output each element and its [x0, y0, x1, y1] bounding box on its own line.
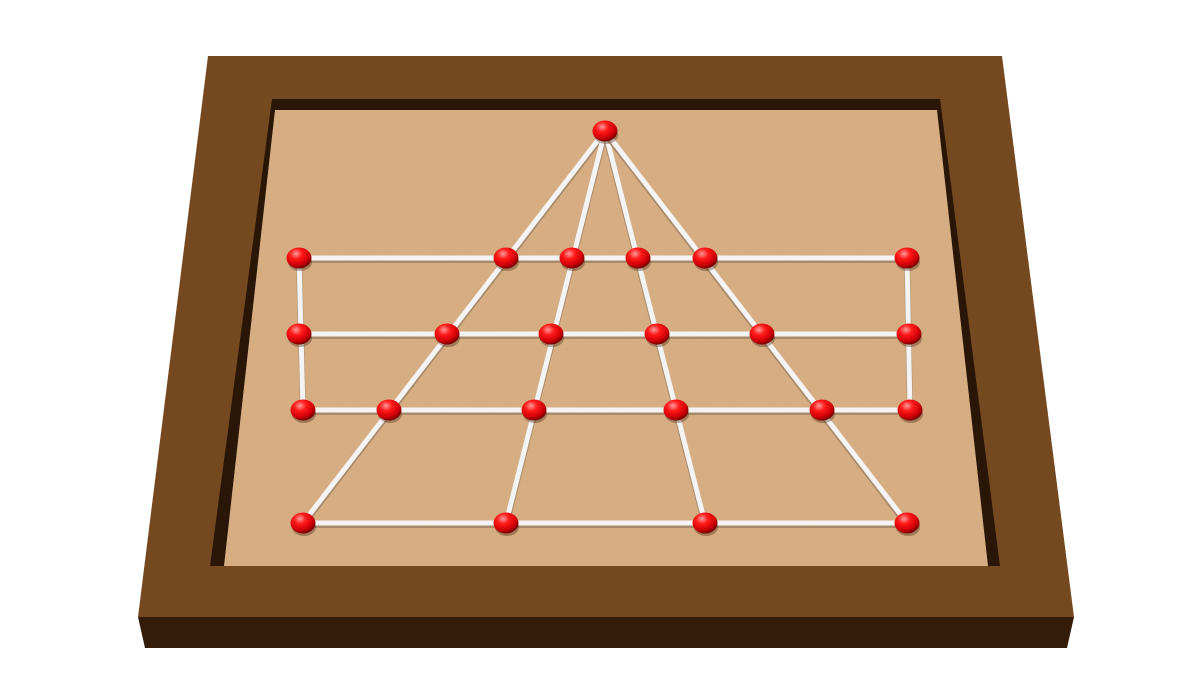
peg-20[interactable] [493, 512, 520, 537]
peg-4[interactable] [625, 247, 652, 272]
peg-19[interactable] [290, 512, 317, 537]
peg-0[interactable] [592, 120, 619, 145]
peg-6[interactable] [894, 247, 921, 272]
peg-17[interactable] [809, 399, 836, 424]
peg-1[interactable] [286, 247, 313, 272]
peg-22[interactable] [894, 512, 921, 537]
peg-10[interactable] [644, 323, 671, 348]
peg-16[interactable] [663, 399, 690, 424]
red-peg-icon[interactable] [692, 512, 718, 534]
peg-9[interactable] [538, 323, 565, 348]
red-peg-icon[interactable] [286, 323, 312, 345]
board-frame-front [138, 617, 1074, 648]
red-peg-icon[interactable] [376, 399, 402, 421]
red-peg-icon[interactable] [434, 323, 460, 345]
board-pegs [286, 120, 924, 537]
red-peg-icon[interactable] [521, 399, 547, 421]
red-peg-icon[interactable] [493, 247, 519, 269]
peg-18[interactable] [897, 399, 924, 424]
peg-2[interactable] [493, 247, 520, 272]
red-peg-icon[interactable] [290, 399, 316, 421]
red-peg-icon[interactable] [692, 247, 718, 269]
peg-12[interactable] [896, 323, 923, 348]
red-peg-icon[interactable] [897, 399, 923, 421]
red-peg-icon[interactable] [538, 323, 564, 345]
red-peg-icon[interactable] [592, 120, 618, 142]
red-peg-icon[interactable] [896, 323, 922, 345]
peg-13[interactable] [290, 399, 317, 424]
red-peg-icon[interactable] [663, 399, 689, 421]
peg-5[interactable] [692, 247, 719, 272]
red-peg-icon[interactable] [625, 247, 651, 269]
red-peg-icon[interactable] [290, 512, 316, 534]
red-peg-icon[interactable] [493, 512, 519, 534]
red-peg-icon[interactable] [894, 247, 920, 269]
peg-8[interactable] [434, 323, 461, 348]
red-peg-icon[interactable] [749, 323, 775, 345]
peg-14[interactable] [376, 399, 403, 424]
peg-7[interactable] [286, 323, 313, 348]
red-peg-icon[interactable] [809, 399, 835, 421]
red-peg-icon[interactable] [559, 247, 585, 269]
red-peg-icon[interactable] [286, 247, 312, 269]
peg-11[interactable] [749, 323, 776, 348]
peg-21[interactable] [692, 512, 719, 537]
red-peg-icon[interactable] [894, 512, 920, 534]
red-peg-icon[interactable] [644, 323, 670, 345]
peg-3[interactable] [559, 247, 586, 272]
peg-15[interactable] [521, 399, 548, 424]
